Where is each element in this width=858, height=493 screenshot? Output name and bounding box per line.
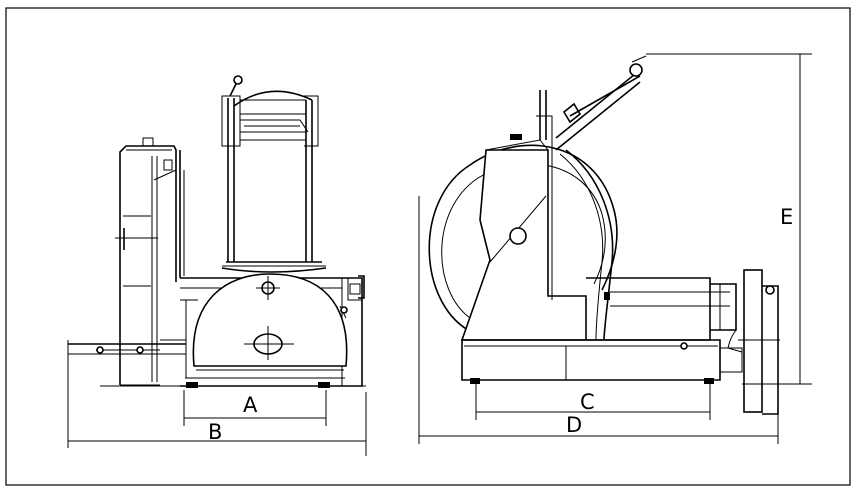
dimension-label-a: A	[243, 393, 258, 417]
dimension-label-d: D	[566, 413, 582, 437]
side-view	[418, 53, 812, 444]
diagram-frame	[5, 7, 851, 486]
dimension-label-b: B	[208, 420, 222, 444]
front-view	[67, 75, 367, 456]
dimension-label-e: E	[780, 205, 793, 229]
dimension-label-c: C	[580, 390, 595, 414]
